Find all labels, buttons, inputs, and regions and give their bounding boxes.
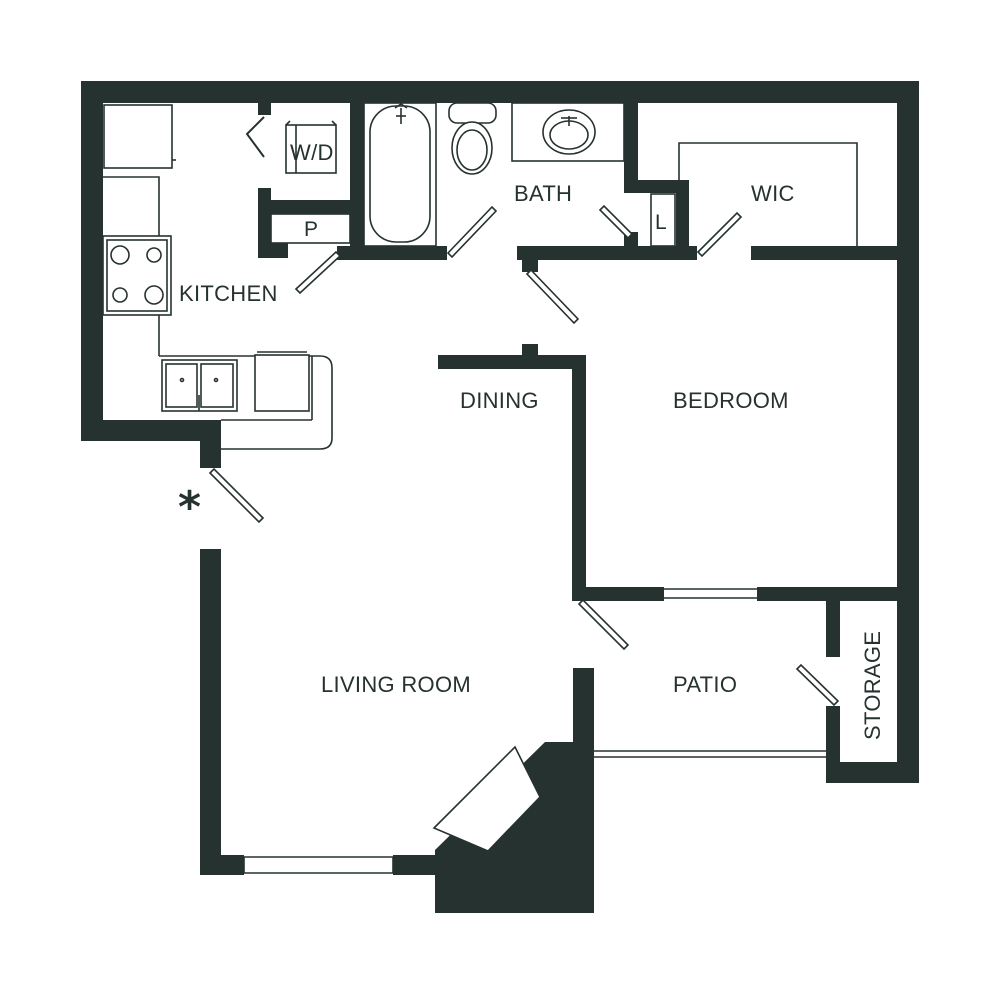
entry-marker: * — [178, 482, 201, 533]
wall-bath-wic — [624, 100, 638, 190]
wall-entry-stub — [200, 420, 221, 468]
door-wic — [696, 211, 743, 258]
label-washer-dryer: W/D — [290, 140, 334, 165]
room-labels: KITCHEN W/D P BATH L WIC DINING BEDROOM … — [178, 140, 885, 740]
label-storage: STORAGE — [860, 631, 885, 740]
patio-rail — [594, 750, 826, 758]
linen-closet — [650, 193, 676, 247]
fireplace-mass — [435, 742, 594, 913]
door-wd-bifold — [245, 116, 265, 158]
label-kitchen: KITCHEN — [179, 281, 278, 306]
label-bath: BATH — [514, 181, 572, 206]
window-bedroom — [664, 588, 757, 599]
wall-bath-bottom-left — [337, 246, 447, 260]
wall-pantry-top — [258, 200, 352, 214]
walls — [81, 81, 919, 913]
door-bedroom — [525, 268, 580, 325]
wall-bedroom-bottom-right — [757, 587, 919, 601]
door-kitchen-pantry — [294, 250, 342, 295]
wall-living-right — [573, 668, 594, 748]
wall-wd-top-stub — [258, 100, 271, 115]
washer-dryer — [285, 120, 337, 174]
wall-dining-stub — [522, 344, 538, 360]
label-linen: L — [655, 211, 667, 234]
toilet — [448, 102, 497, 175]
wall-linen-top — [624, 180, 689, 193]
kitchen-sink — [161, 359, 238, 412]
wall-storage-bottom — [826, 762, 919, 783]
wall-bedroom-door-stub — [522, 246, 538, 272]
label-bedroom: BEDROOM — [673, 388, 789, 413]
fixtures — [102, 102, 858, 852]
door-bath — [446, 205, 498, 259]
wall-bedroom-bottom-left — [572, 587, 664, 601]
kitchen-peninsula — [159, 355, 333, 450]
wall-pantry-bottom — [258, 243, 288, 258]
wall-wd-right — [350, 100, 364, 260]
label-pantry: P — [304, 218, 318, 241]
label-wic: WIC — [751, 181, 795, 206]
wall-linen-right — [676, 180, 689, 260]
pantry-shelf — [270, 213, 351, 244]
window-living — [243, 856, 394, 874]
wall-bath-bottom-right — [517, 246, 697, 260]
wall-storage-left-upper — [826, 600, 840, 657]
door-linen — [598, 204, 634, 240]
label-living-room: LIVING ROOM — [321, 672, 471, 697]
door-patio — [577, 598, 630, 651]
dishwasher — [254, 354, 310, 412]
refrigerator — [103, 104, 173, 169]
wall-dining-top — [438, 355, 586, 369]
wall-living-bottom-right — [393, 855, 441, 875]
door-entry — [208, 467, 265, 524]
wall-wic-bottom — [751, 246, 919, 260]
wall-living-left — [200, 549, 221, 875]
windows — [243, 588, 826, 874]
doors — [208, 116, 840, 707]
wall-kitchen-bottom — [81, 420, 221, 441]
fireplace-hearth — [432, 745, 541, 852]
wall-right — [897, 81, 919, 783]
wic-shelf — [678, 142, 858, 246]
bath-vanity — [511, 102, 625, 162]
bathtub — [363, 102, 437, 247]
wall-storage-left-lower — [826, 706, 840, 783]
wall-left-kitchen — [81, 81, 103, 441]
wall-top — [81, 81, 919, 103]
wall-living-bottom-left — [200, 855, 244, 875]
label-patio: PATIO — [673, 672, 737, 697]
range — [102, 235, 172, 316]
label-dining: DINING — [460, 388, 539, 413]
wall-bedroom-left — [572, 355, 586, 601]
door-storage — [795, 663, 840, 707]
